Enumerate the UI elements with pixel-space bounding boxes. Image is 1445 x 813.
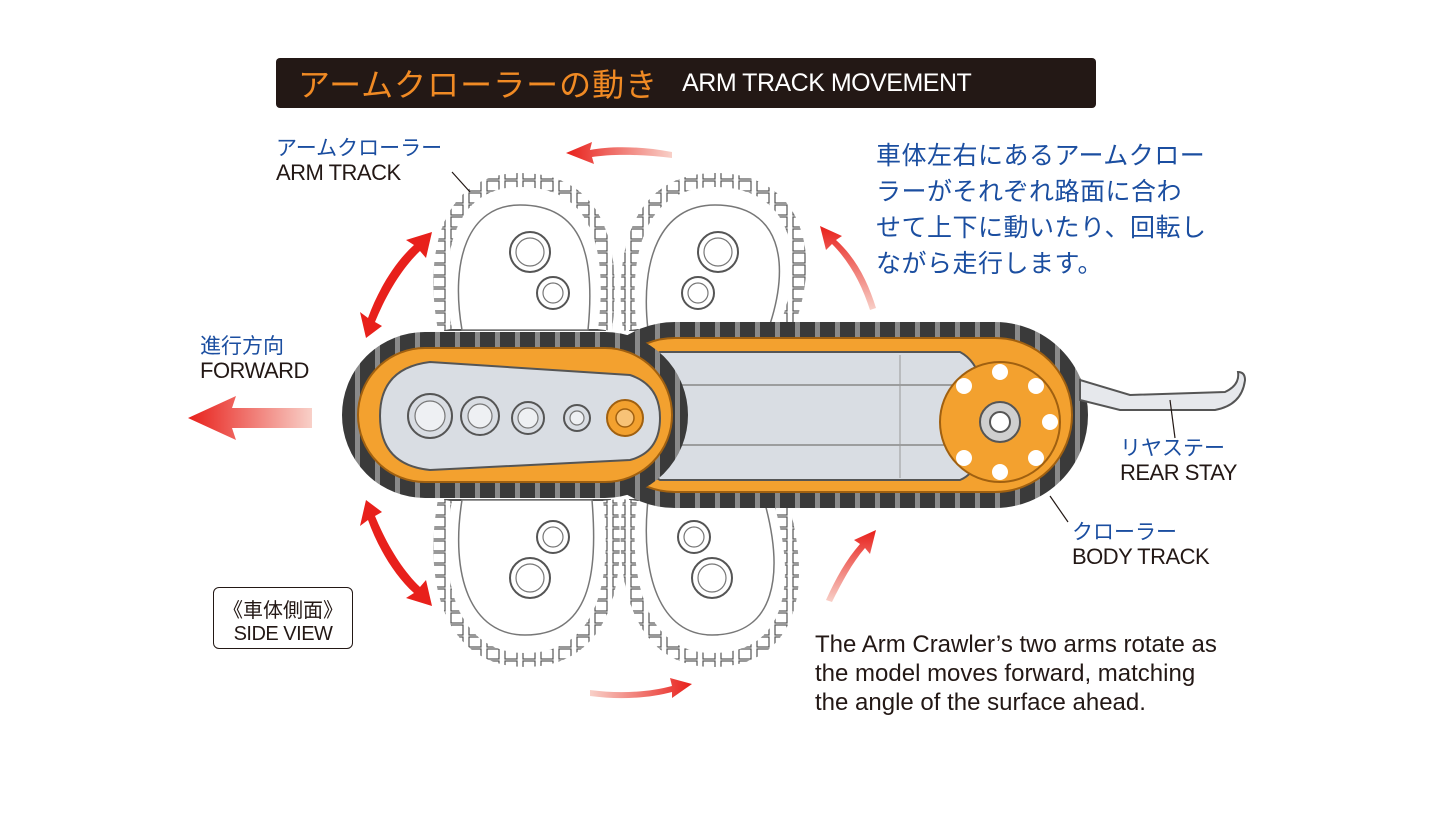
title-jp: アームクローラーの動き xyxy=(298,66,659,104)
body-track-label: クローラー BODY TRACK xyxy=(1072,520,1210,570)
rear-stay-label-en: REAR STAY xyxy=(1120,460,1237,486)
ghost-arm-track-bottom-right xyxy=(620,497,800,668)
body-track-label-en: BODY TRACK xyxy=(1072,544,1210,570)
arrow-bottom xyxy=(590,678,692,699)
body-track-leader xyxy=(1049,495,1069,523)
side-view-box: 《車体側面》 SIDE VIEW xyxy=(213,587,353,649)
forward-label: 進行方向 FORWARD xyxy=(200,334,309,383)
rear-stay-label: リヤステー REAR STAY xyxy=(1120,436,1237,485)
arrow-right-top xyxy=(820,226,876,310)
arm-track-label: アームクローラー ARM TRACK xyxy=(276,136,442,185)
description-jp-line: ながら走行します。 xyxy=(876,249,1104,278)
description-jp-line: 車体左右にあるアームクロー xyxy=(876,141,1206,170)
description-jp: 車体左右にあるアームクロー ラーがそれぞれ路面に合わ せて上下に動いたり、回転し… xyxy=(876,138,1256,282)
description-en: The Arm Crawler’s two arms rotate as the… xyxy=(815,630,1255,717)
side-view-jp: 《車体側面》 xyxy=(223,598,343,622)
arm-track-label-jp: アームクローラー xyxy=(276,136,443,160)
title-en: ARM TRACK MOVEMENT xyxy=(682,68,972,97)
rear-stay xyxy=(1079,370,1247,411)
title-bar: アームクローラーの動き ARM TRACK MOVEMENT xyxy=(276,58,1096,108)
forward-arrow xyxy=(188,396,312,440)
arrow-left-top xyxy=(360,232,432,338)
ghost-arm-track-top-left xyxy=(433,172,615,332)
ghost-arm-track-top-right xyxy=(620,172,807,333)
forward-label-jp: 進行方向 xyxy=(200,334,284,358)
arm-track-label-en: ARM TRACK xyxy=(276,160,401,186)
rear-wheel xyxy=(939,361,1061,483)
description-jp-line: せて上下に動いたり、回転し xyxy=(876,213,1207,242)
side-view-en: SIDE VIEW xyxy=(233,623,333,645)
description-en-line: the angle of the surface ahead. xyxy=(815,689,1146,716)
description-jp-line: ラーがそれぞれ路面に合わ xyxy=(876,177,1183,206)
arm-track-leader xyxy=(451,171,471,193)
description-en-line: The Arm Crawler’s two arms rotate as xyxy=(815,631,1217,658)
forward-label-en: FORWARD xyxy=(200,358,309,384)
body-track-label-jp: クローラー xyxy=(1072,520,1177,544)
rotation-arrows xyxy=(188,142,876,699)
rear-stay-leader xyxy=(1169,399,1176,439)
arrow-right-bottom xyxy=(826,530,876,602)
description-en-line: the model moves forward, matching xyxy=(815,660,1196,687)
arrow-left-bottom xyxy=(360,500,432,606)
front-arm-track xyxy=(342,332,688,498)
ghost-arm-track-bottom-left xyxy=(433,498,620,668)
rear-stay-label-jp: リヤステー xyxy=(1120,436,1225,460)
arrow-top xyxy=(566,142,672,164)
